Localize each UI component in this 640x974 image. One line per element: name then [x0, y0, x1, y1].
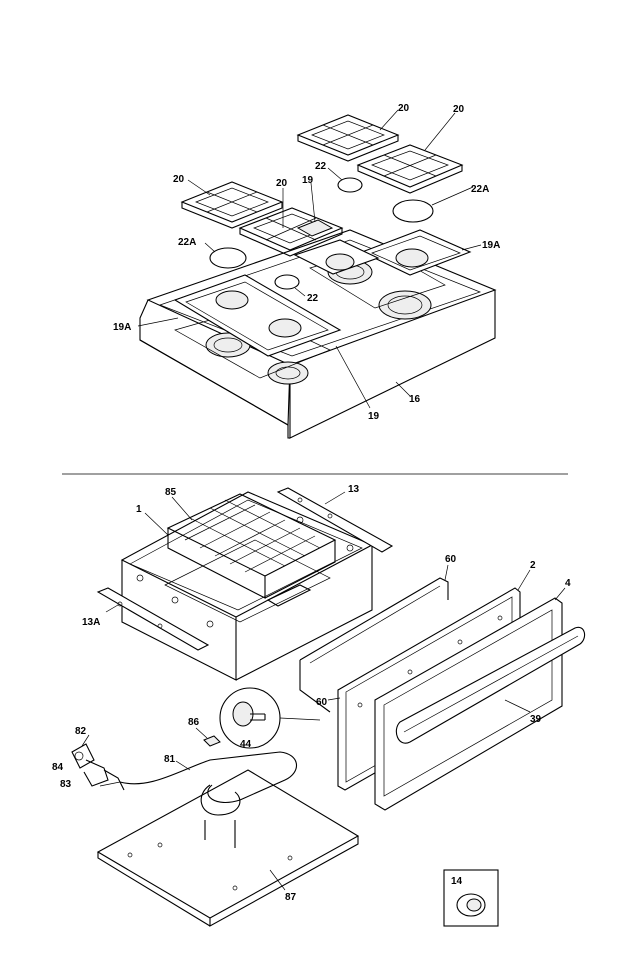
burner-bracket-19	[296, 219, 334, 237]
callout-22-a: 22	[315, 161, 327, 172]
callout-20-a: 20	[398, 103, 410, 114]
cooktop-assembly: 20 20 20 20 22 19 22A 22A 19A 22 19A 19 …	[113, 103, 500, 439]
grate-20-rear-right	[356, 144, 464, 194]
knob-14-box	[443, 869, 499, 927]
leader-lines-bottom	[81, 491, 566, 891]
callout-84: 84	[52, 762, 64, 773]
callout-86: 86	[188, 717, 200, 728]
rack-rail-13	[276, 487, 394, 553]
door-gasket	[299, 577, 449, 713]
callout-13A: 13A	[82, 617, 100, 628]
oven-rack	[166, 493, 337, 607]
grate-20-rear-left	[296, 114, 400, 162]
burner-cap-22-top	[337, 177, 363, 193]
burner-plate-19A-right	[293, 229, 472, 276]
callout-20-c: 20	[173, 174, 185, 185]
callout-81: 81	[164, 754, 176, 765]
burner-cap-22-mid	[274, 274, 300, 290]
callout-2: 2	[530, 560, 536, 571]
callout-1: 1	[136, 504, 142, 515]
callout-14: 14	[451, 876, 463, 887]
valve-assembly	[71, 743, 125, 791]
callout-60-a: 60	[445, 554, 457, 565]
callout-20-d: 20	[276, 178, 288, 189]
callout-22A-b: 22A	[178, 237, 196, 248]
callout-19-b: 19	[368, 411, 380, 422]
callout-39: 39	[530, 714, 542, 725]
door-handle	[395, 626, 586, 744]
burner-clip-86	[203, 735, 221, 747]
oven-bottom-panel	[96, 769, 360, 927]
callout-60-b: 60	[316, 697, 328, 708]
grate-20-left	[180, 181, 284, 229]
callout-20-b: 20	[453, 104, 465, 115]
burner-cap-22A-right	[392, 199, 434, 223]
rack-rail-13A	[96, 587, 210, 651]
callout-22-b: 22	[307, 293, 319, 304]
leader-lines-top	[137, 109, 482, 409]
callout-22A-a: 22A	[471, 184, 489, 195]
callout-16: 16	[409, 394, 421, 405]
callout-13: 13	[348, 484, 360, 495]
callout-19A-b: 19A	[113, 322, 131, 333]
burner-plate-19A-left	[173, 274, 342, 357]
oven-assembly: 85 13 1 13A 60 2 4 39 60 86 44 82 84 83 …	[52, 484, 586, 927]
bake-burner	[99, 751, 297, 848]
callout-19A-a: 19A	[482, 240, 500, 251]
callout-44: 44	[240, 739, 252, 750]
oven-liner	[120, 491, 374, 681]
callout-87: 87	[285, 892, 297, 903]
burner-cap-22A-left	[209, 247, 247, 269]
knob-44-detail	[219, 687, 321, 749]
callout-82: 82	[75, 726, 87, 737]
callout-83: 83	[60, 779, 72, 790]
callout-19-a: 19	[302, 175, 314, 186]
callout-4: 4	[565, 578, 571, 589]
callout-85: 85	[165, 487, 177, 498]
